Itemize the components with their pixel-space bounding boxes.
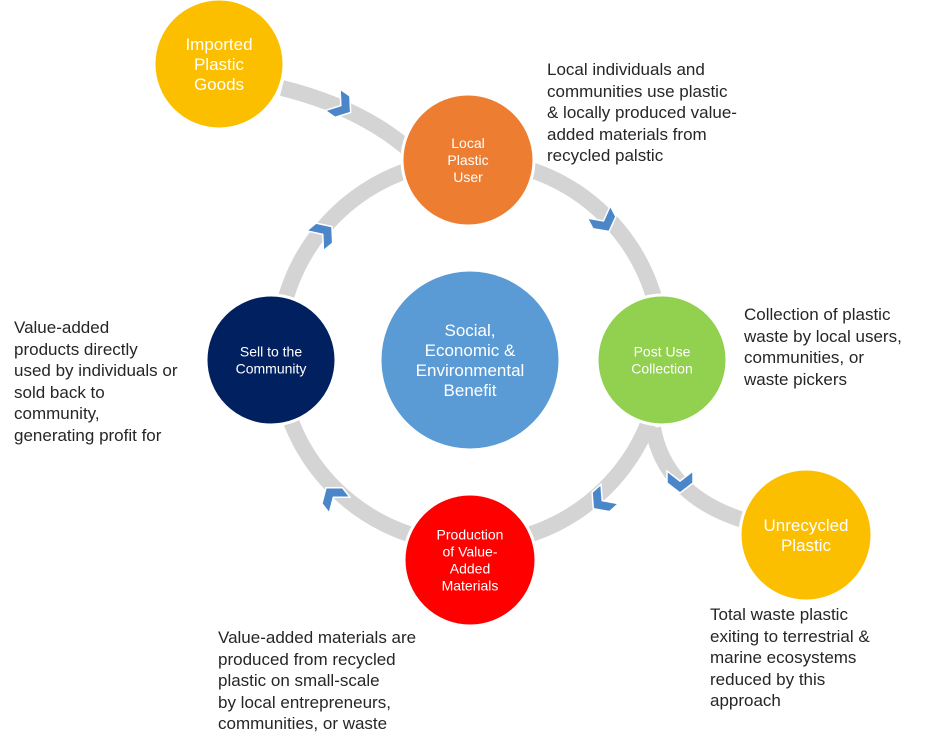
chevron-arrow-icon	[323, 87, 352, 119]
post-use-circle	[595, 293, 729, 427]
description-line: Collection of plastic	[744, 305, 891, 324]
description-line: Value-added materials are	[218, 628, 417, 647]
unrecycled-plastic-description: Total waste plastic exiting to terrestria…	[710, 604, 870, 712]
description-line: waste pickers	[744, 369, 847, 389]
description-line: produced from recycled	[218, 649, 396, 669]
production-label-line: of Value-	[443, 544, 498, 560]
production-label-line: Added	[450, 561, 490, 577]
sell-circle	[204, 293, 338, 427]
description-line: reduced by this	[710, 669, 826, 689]
flow-arrows	[305, 87, 694, 515]
unrecycled-circle	[738, 467, 874, 603]
description-line: plastic on small-scale	[218, 671, 380, 690]
description-line: products directly	[14, 339, 138, 359]
center-label-line: Economic &	[425, 341, 516, 360]
unrecycled-label-line: Unrecycled	[763, 516, 848, 535]
description-line: waste by local users,	[744, 326, 902, 346]
sell-to-community-description: Value-added products directly used by indi…	[14, 317, 177, 446]
description-line: communities, or	[744, 348, 864, 367]
description-line: used by individuals or	[14, 361, 178, 380]
production-label-line: Materials	[442, 578, 499, 594]
description-line: Value-added	[14, 318, 110, 337]
unrecycled-label-line: Plastic	[781, 536, 832, 555]
production-description: Value-added materials are produced from r…	[218, 627, 416, 735]
center-circle	[378, 268, 562, 452]
sell-label-line: Community	[236, 361, 307, 377]
center-label-line: Environmental	[416, 361, 525, 380]
local-user-circle	[400, 92, 536, 228]
post-use-collection-description: Collection of plastic waste by local user…	[744, 304, 902, 390]
post-use-label-line: Collection	[631, 361, 692, 377]
description-line: exiting to terrestrial &	[710, 626, 870, 646]
imported-label-line: Goods	[194, 75, 244, 94]
description-line: added materials from	[547, 124, 707, 144]
chevron-arrow-icon	[305, 222, 334, 253]
post-use-label-line: Post Use	[634, 344, 691, 360]
description-line: Total waste plastic	[710, 605, 848, 624]
production-label-line: Production	[437, 527, 504, 543]
sell-label-line: Sell to the	[240, 344, 302, 360]
description-line: communities, or waste	[218, 714, 388, 733]
description-line: sold back to	[14, 382, 105, 402]
inflow-connector	[280, 80, 426, 166]
description-line: community,	[14, 404, 100, 423]
imported-label-line: Imported	[185, 35, 252, 54]
imported-label-line: Plastic	[194, 55, 245, 74]
chevron-arrow-icon	[666, 469, 694, 494]
local-user-description: Local individuals and communities use pla…	[547, 59, 737, 167]
chevron-arrow-icon	[591, 482, 621, 513]
description-line: marine ecosystems	[710, 648, 857, 667]
chevron-arrow-icon	[585, 204, 617, 233]
imported-circle	[152, 0, 286, 131]
description-line: by local entrepreneurs,	[218, 692, 391, 712]
description-line: recycled palstic	[547, 146, 664, 165]
chevron-arrow-icon	[321, 486, 352, 515]
center-label-line: Benefit	[444, 381, 497, 400]
description-line: generating profit for	[14, 425, 162, 445]
local-user-label-line: Local	[451, 135, 484, 151]
production-circle	[402, 492, 538, 628]
description-line: Local individuals and	[547, 60, 705, 79]
local-user-label-line: User	[453, 169, 483, 185]
description-line: approach	[710, 691, 781, 710]
description-line: & locally produced value-	[547, 103, 737, 122]
local-user-label-line: Plastic	[447, 152, 488, 168]
center-label-line: Social,	[444, 321, 495, 340]
description-line: communities use plastic	[547, 81, 728, 101]
